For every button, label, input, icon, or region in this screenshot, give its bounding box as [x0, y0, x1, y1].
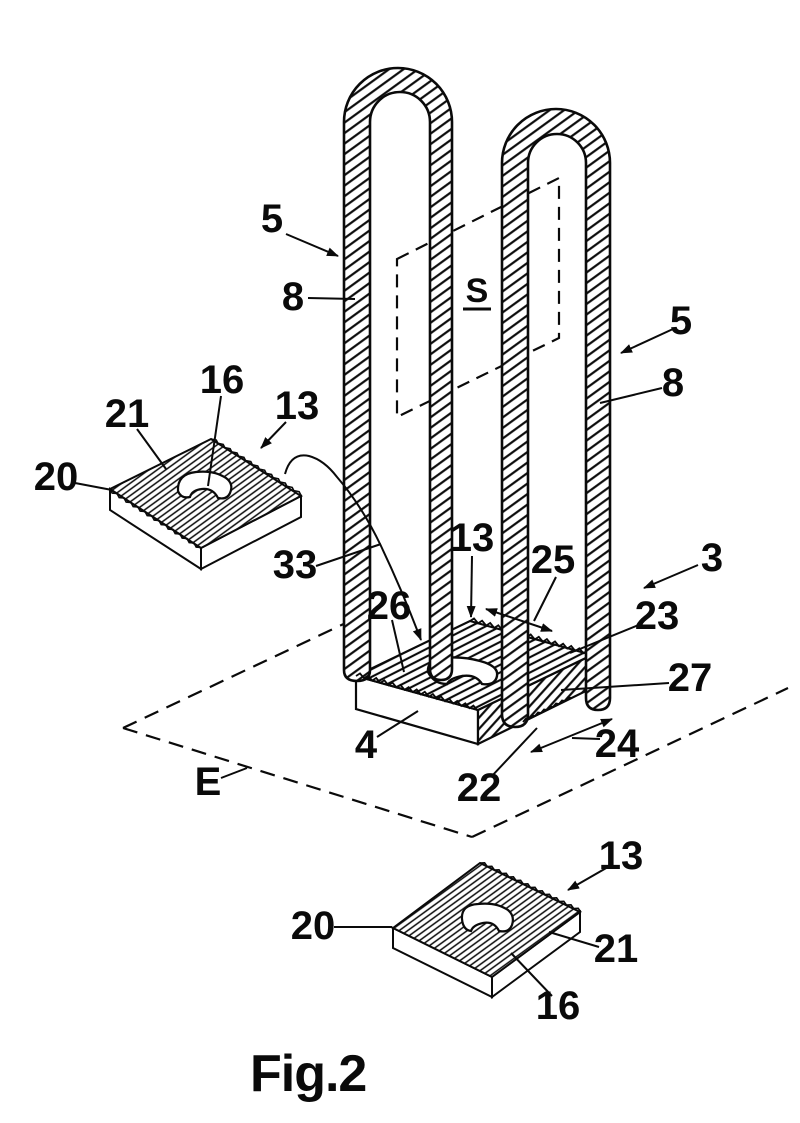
double-arrow-24: [530, 718, 613, 753]
ref-s-plane: S: [466, 272, 489, 310]
ref-8-right: 8: [662, 361, 684, 405]
lower-plate-hole: [460, 902, 514, 933]
leader-e: [220, 767, 248, 779]
upper-plate-serration-sw: [109, 488, 202, 549]
upper-plate-hole: [176, 470, 233, 500]
ref-13-lower: 13: [599, 834, 644, 878]
ref-16-upper: 16: [200, 358, 245, 402]
ref-3: 3: [701, 536, 723, 580]
leader-8-left: [307, 297, 356, 300]
leader-21-upper: [136, 428, 167, 470]
base-plate-serration-bottom: [522, 696, 572, 723]
leader-25: [533, 576, 557, 622]
base-plate-serration-front: [355, 672, 479, 712]
section-plane-s: [395, 176, 561, 419]
ref-26: 26: [367, 584, 412, 628]
lower-plate-serration-ne: [479, 861, 582, 913]
leader-lines: [74, 297, 670, 997]
lower-clamp-plate: [391, 861, 582, 999]
plane-e-right-edge: [471, 687, 789, 838]
ref-5-left: 5: [261, 197, 283, 241]
wire-curve-33: [284, 454, 422, 641]
ref-24: 24: [595, 722, 640, 766]
double-arrow-25: [485, 608, 553, 632]
arrow-5-right: [620, 328, 674, 354]
ref-25: 25: [531, 538, 576, 582]
leader-21-lower: [548, 931, 600, 948]
leader-16-upper: [207, 395, 222, 487]
upper-plate-serration-ne: [210, 438, 302, 496]
ref-5-right: 5: [670, 299, 692, 343]
plane-e-top-edge: [122, 620, 351, 729]
base-plate: [352, 617, 596, 746]
ref-13-upper: 13: [275, 384, 320, 428]
arrow-13-upper: [260, 421, 287, 449]
leader-22: [490, 727, 538, 778]
upper-clamp-plate: [107, 437, 304, 571]
ground-plane-e: [122, 620, 789, 839]
arrow-5-left: [285, 233, 339, 257]
plane-s-outline: [395, 176, 561, 419]
arrow-3: [643, 564, 699, 589]
ref-e-plane: E: [195, 760, 222, 804]
ref-8-left: 8: [282, 275, 304, 319]
upper-plate-top-ribs: [107, 437, 304, 550]
ref-20-upper: 20: [34, 455, 79, 499]
leader-27: [560, 682, 670, 691]
ref-21-upper: 21: [105, 392, 150, 436]
reference-numerals: 5 8 S 5 8 21 16 13 20 33 26 13 25 3 23 2…: [34, 197, 723, 1028]
ref-16-lower: 16: [536, 984, 581, 1028]
leader-23: [569, 623, 642, 654]
ref-22: 22: [457, 766, 502, 810]
ref-27: 27: [668, 656, 713, 700]
leader-33: [315, 543, 382, 567]
ref-21-lower: 21: [594, 927, 639, 971]
leader-20-upper: [74, 482, 113, 491]
arrow-13-base: [466, 555, 476, 618]
arrow-13-lower: [567, 866, 609, 891]
plane-e-left-edge: [122, 726, 473, 839]
leader-26: [391, 619, 405, 673]
ref-13-base: 13: [450, 516, 495, 560]
ref-23: 23: [635, 594, 680, 638]
base-plate-serrations-front: [355, 672, 572, 723]
figure-caption: Fig.2: [250, 1045, 366, 1103]
leader-4: [376, 710, 419, 738]
right-u-bar: [500, 107, 612, 729]
leader-16-lower: [510, 952, 553, 997]
arrow-leaders: [260, 233, 699, 891]
ref-33: 33: [273, 543, 318, 587]
leader-8-right: [599, 387, 663, 404]
ref-4: 4: [355, 723, 378, 767]
ref-20-lower: 20: [291, 904, 336, 948]
